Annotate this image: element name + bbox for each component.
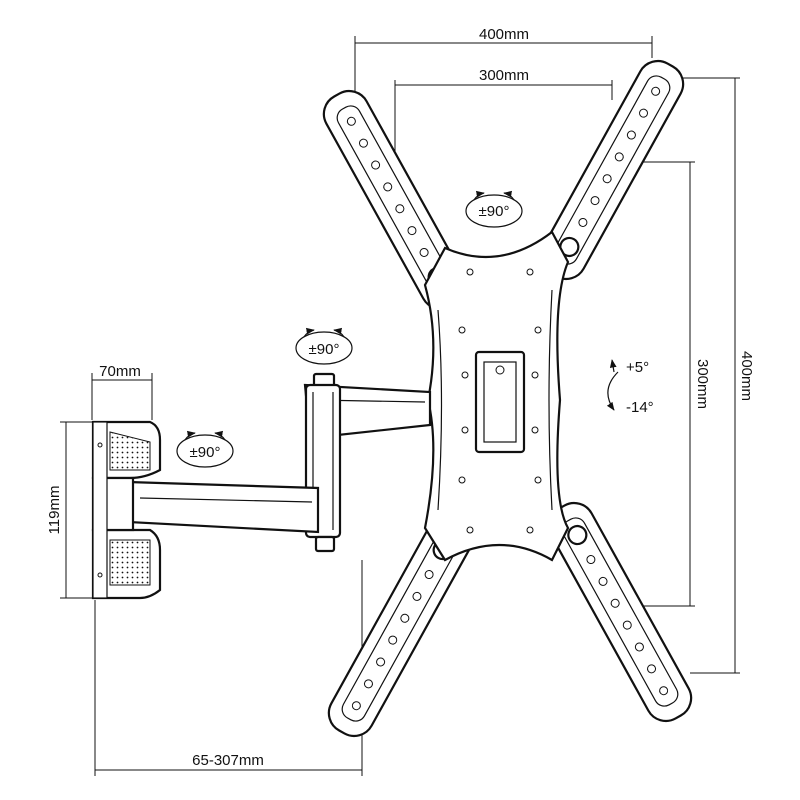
- dim-65-307mm: 65-307mm: [192, 752, 264, 769]
- center-plate: [423, 230, 570, 562]
- rotation-arrows: [176, 190, 619, 468]
- lower-arm: [126, 480, 320, 534]
- swing-arm: [126, 372, 432, 553]
- tilt-head: [474, 350, 526, 454]
- rotation-upper-arm-label: ±90°: [309, 341, 340, 358]
- dim-400mm-right: 400mm: [738, 351, 755, 401]
- arm-bottom-right: [547, 501, 693, 723]
- dim-300mm-top: 300mm: [479, 67, 529, 84]
- dim-70mm: 70mm: [99, 363, 141, 380]
- rotation-plate-label: ±90°: [479, 203, 510, 220]
- plate-holes: [458, 268, 542, 534]
- rotation-lower-arm-label: ±90°: [190, 444, 221, 461]
- labels: 400mm 300mm 70mm 65-307mm 119mm 300mm 40…: [46, 26, 755, 769]
- wall-bracket: [91, 420, 162, 600]
- dim-300mm-right: 300mm: [694, 359, 711, 409]
- tilt-down-label: -14°: [626, 399, 654, 416]
- vesa-arms: [322, 59, 693, 738]
- dim-400mm-top: 400mm: [479, 26, 529, 43]
- dim-119mm: 119mm: [46, 486, 63, 535]
- tilt-up-label: +5°: [626, 359, 649, 376]
